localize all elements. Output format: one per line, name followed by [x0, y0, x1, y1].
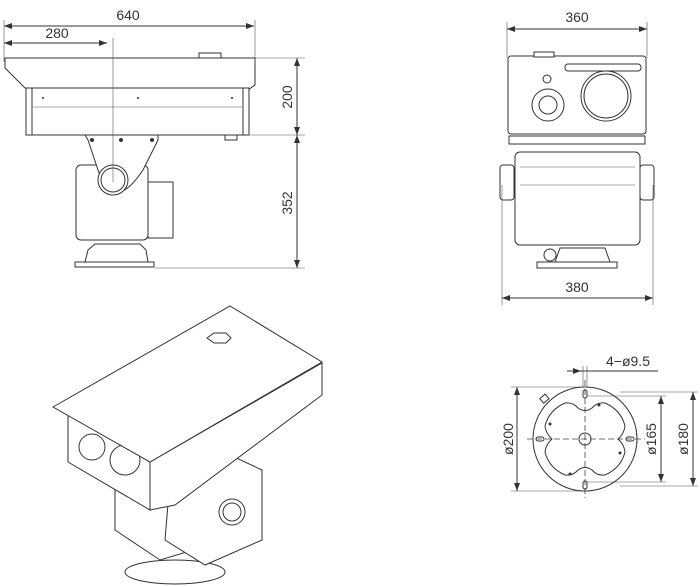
iso-top-cap — [206, 332, 232, 344]
dim-640-label: 640 — [116, 7, 140, 23]
side-view: 640 280 200 352 — [3, 7, 305, 269]
iso-housing-top — [51, 305, 323, 463]
dim-200-label: 200 — [279, 85, 295, 109]
dim-352-label: 352 — [279, 191, 295, 215]
dim-165-diameter-label: ø165 — [643, 423, 659, 455]
housing-body — [26, 87, 248, 136]
dim-380-label: 380 — [565, 279, 589, 295]
dim-360-label: 360 — [565, 9, 589, 25]
isometric-view — [51, 305, 323, 585]
dim-180-diameter-label: ø180 — [675, 423, 691, 455]
base-view: 4−ø9.5 ø200 ø165 ø180 — [500, 353, 698, 498]
front-view: 360 380 — [499, 9, 655, 305]
dim-200-diameter-label: ø200 — [500, 423, 516, 455]
side-box — [147, 181, 174, 239]
housing-top — [4, 57, 256, 91]
front-housing — [507, 55, 647, 135]
camera-lens-small — [531, 88, 565, 122]
base — [84, 243, 149, 263]
front-body — [514, 151, 641, 246]
holes-label: 4−ø9.5 — [606, 353, 650, 369]
dim-280-label: 280 — [45, 25, 69, 41]
